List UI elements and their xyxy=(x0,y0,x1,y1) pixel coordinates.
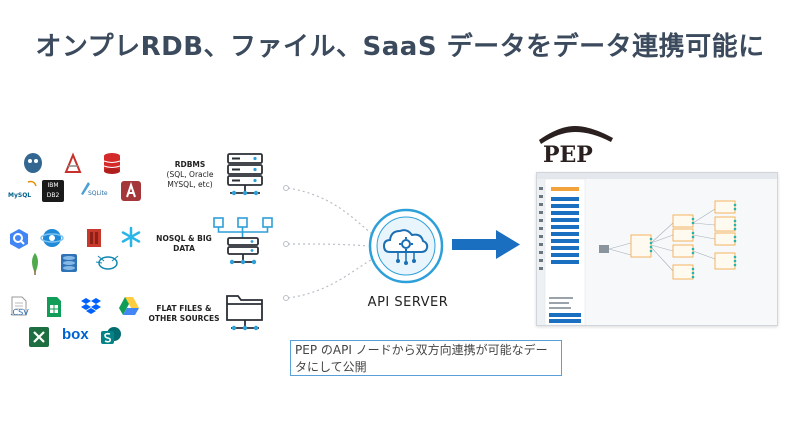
api-server-label: API SERVER xyxy=(367,295,449,310)
azure-cosmos-icon xyxy=(40,229,64,247)
category-flatfile-label: FLAT FILES & OTHER SOURCES xyxy=(146,304,222,324)
sqlite-icon xyxy=(81,182,90,195)
ibm-db2-label: IBM DB2 xyxy=(46,182,60,199)
oracle-db-icon xyxy=(103,153,121,174)
sql-server-icon xyxy=(64,152,82,173)
mysql-label: MySQL xyxy=(8,192,32,199)
snowflake-icon xyxy=(121,226,141,248)
category-nosql-label: NOSQL & BIG DATA xyxy=(156,234,212,254)
pep-logo-text: PEP xyxy=(543,142,593,164)
category-nosql-name: NOSQL & BIG DATA xyxy=(156,234,212,253)
dropbox-icon xyxy=(81,298,101,314)
database-server-icon xyxy=(227,153,263,196)
network-server-icon xyxy=(213,217,273,265)
ms-access-icon xyxy=(121,181,141,201)
sharepoint-icon xyxy=(101,327,121,344)
csv-file-icon xyxy=(11,296,27,316)
slide-title: オンプレRDB、ファイル、SaaS データをデータ連携可能に xyxy=(35,32,765,62)
ibm-db2-icon: IBM DB2 xyxy=(42,180,64,202)
aws-dynamodb-icon xyxy=(61,254,77,272)
postgresql-icon xyxy=(24,153,42,173)
category-rdbms-name: RDBMS xyxy=(174,160,206,169)
cassandra-icon xyxy=(95,255,119,270)
mysql-icon xyxy=(27,180,37,187)
note-box: PEP のAPI ノードから双方向連携が可能なデータにして公開 xyxy=(290,340,562,376)
pep-logo: PEP xyxy=(539,126,613,164)
excel-icon xyxy=(29,327,49,347)
csv-label: .CSV xyxy=(10,308,29,317)
aws-redshift-icon xyxy=(87,229,101,247)
category-flatfile-name: FLAT FILES & OTHER SOURCES xyxy=(148,304,220,323)
mongodb-icon xyxy=(32,253,38,275)
sqlite-label: SQLite xyxy=(88,190,108,197)
pep-flow-editor-screenshot xyxy=(536,172,778,326)
category-rdbms-label: RDBMS (SQL, Oracle MYSQL, etc) xyxy=(158,160,222,190)
flow-editor-canvas xyxy=(537,173,777,326)
category-rdbms-sub: (SQL, Oracle MYSQL, etc) xyxy=(166,170,214,189)
box-logo: box xyxy=(62,326,89,343)
bigquery-icon xyxy=(10,229,28,249)
api-server-cloud-icon xyxy=(368,208,444,284)
google-sheets-icon xyxy=(47,297,61,317)
folder-icon xyxy=(226,295,263,331)
google-drive-icon xyxy=(119,297,139,315)
